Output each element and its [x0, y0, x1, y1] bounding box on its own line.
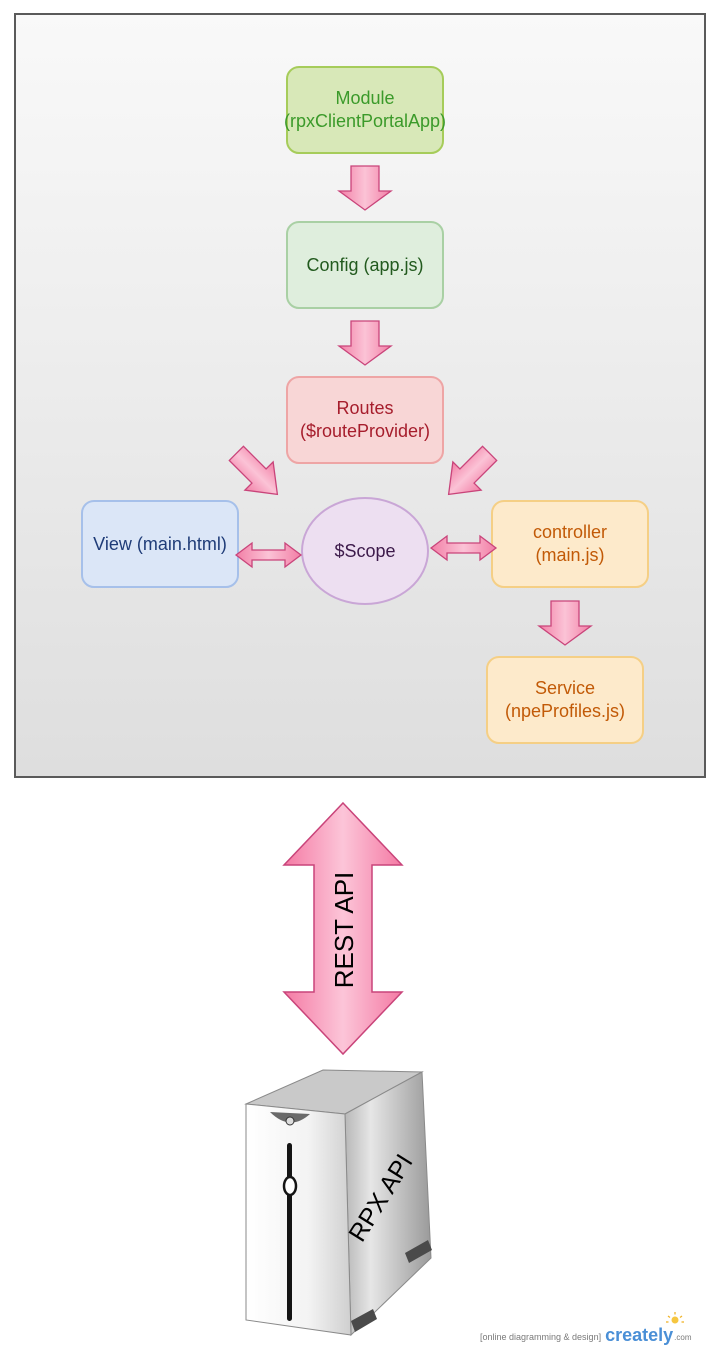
- controller-node[interactable]: controller (main.js): [491, 500, 649, 588]
- creately-logo-icon: [666, 1312, 684, 1324]
- watermark-suffix: .com: [674, 1333, 692, 1342]
- arrow-controller-to-service: [537, 600, 593, 646]
- controller-node-label: controller (main.js): [532, 522, 608, 565]
- watermark-tagline: [online diagramming & design]: [480, 1332, 602, 1342]
- module-node-label: Module (rpxClientPortalApp): [283, 88, 447, 131]
- module-node[interactable]: Module (rpxClientPortalApp): [283, 66, 447, 154]
- arrow-routes-to-controller: [447, 445, 498, 496]
- arrow-view-scope-bidirectional: [234, 541, 303, 569]
- watermark-brand: creately: [605, 1325, 674, 1345]
- service-node-label: Service (npeProfiles.js): [504, 678, 626, 721]
- arrow-config-to-routes: [337, 320, 393, 366]
- scope-node-label: $Scope: [334, 540, 396, 561]
- arrow-routes-to-view: [228, 445, 279, 496]
- rest-api-label: REST API: [329, 871, 359, 989]
- creately-watermark[interactable]: [online diagramming & design] creately .…: [480, 1322, 716, 1346]
- view-node[interactable]: View (main.html): [81, 500, 239, 588]
- arrow-scope-controller-bidirectional: [429, 534, 498, 562]
- routes-node[interactable]: Routes ($routeProvider): [286, 376, 444, 464]
- view-node-label: View (main.html): [93, 533, 227, 554]
- service-node[interactable]: Service (npeProfiles.js): [486, 656, 644, 744]
- config-node-label: Config (app.js): [306, 254, 424, 275]
- server-icon: [244, 1069, 432, 1337]
- scope-node[interactable]: $Scope: [301, 497, 429, 605]
- arrow-module-to-config: [337, 165, 393, 211]
- routes-node-label: Routes ($routeProvider): [299, 398, 431, 441]
- config-node[interactable]: Config (app.js): [286, 221, 444, 309]
- rest-api-bidirectional-arrow: [282, 801, 404, 1056]
